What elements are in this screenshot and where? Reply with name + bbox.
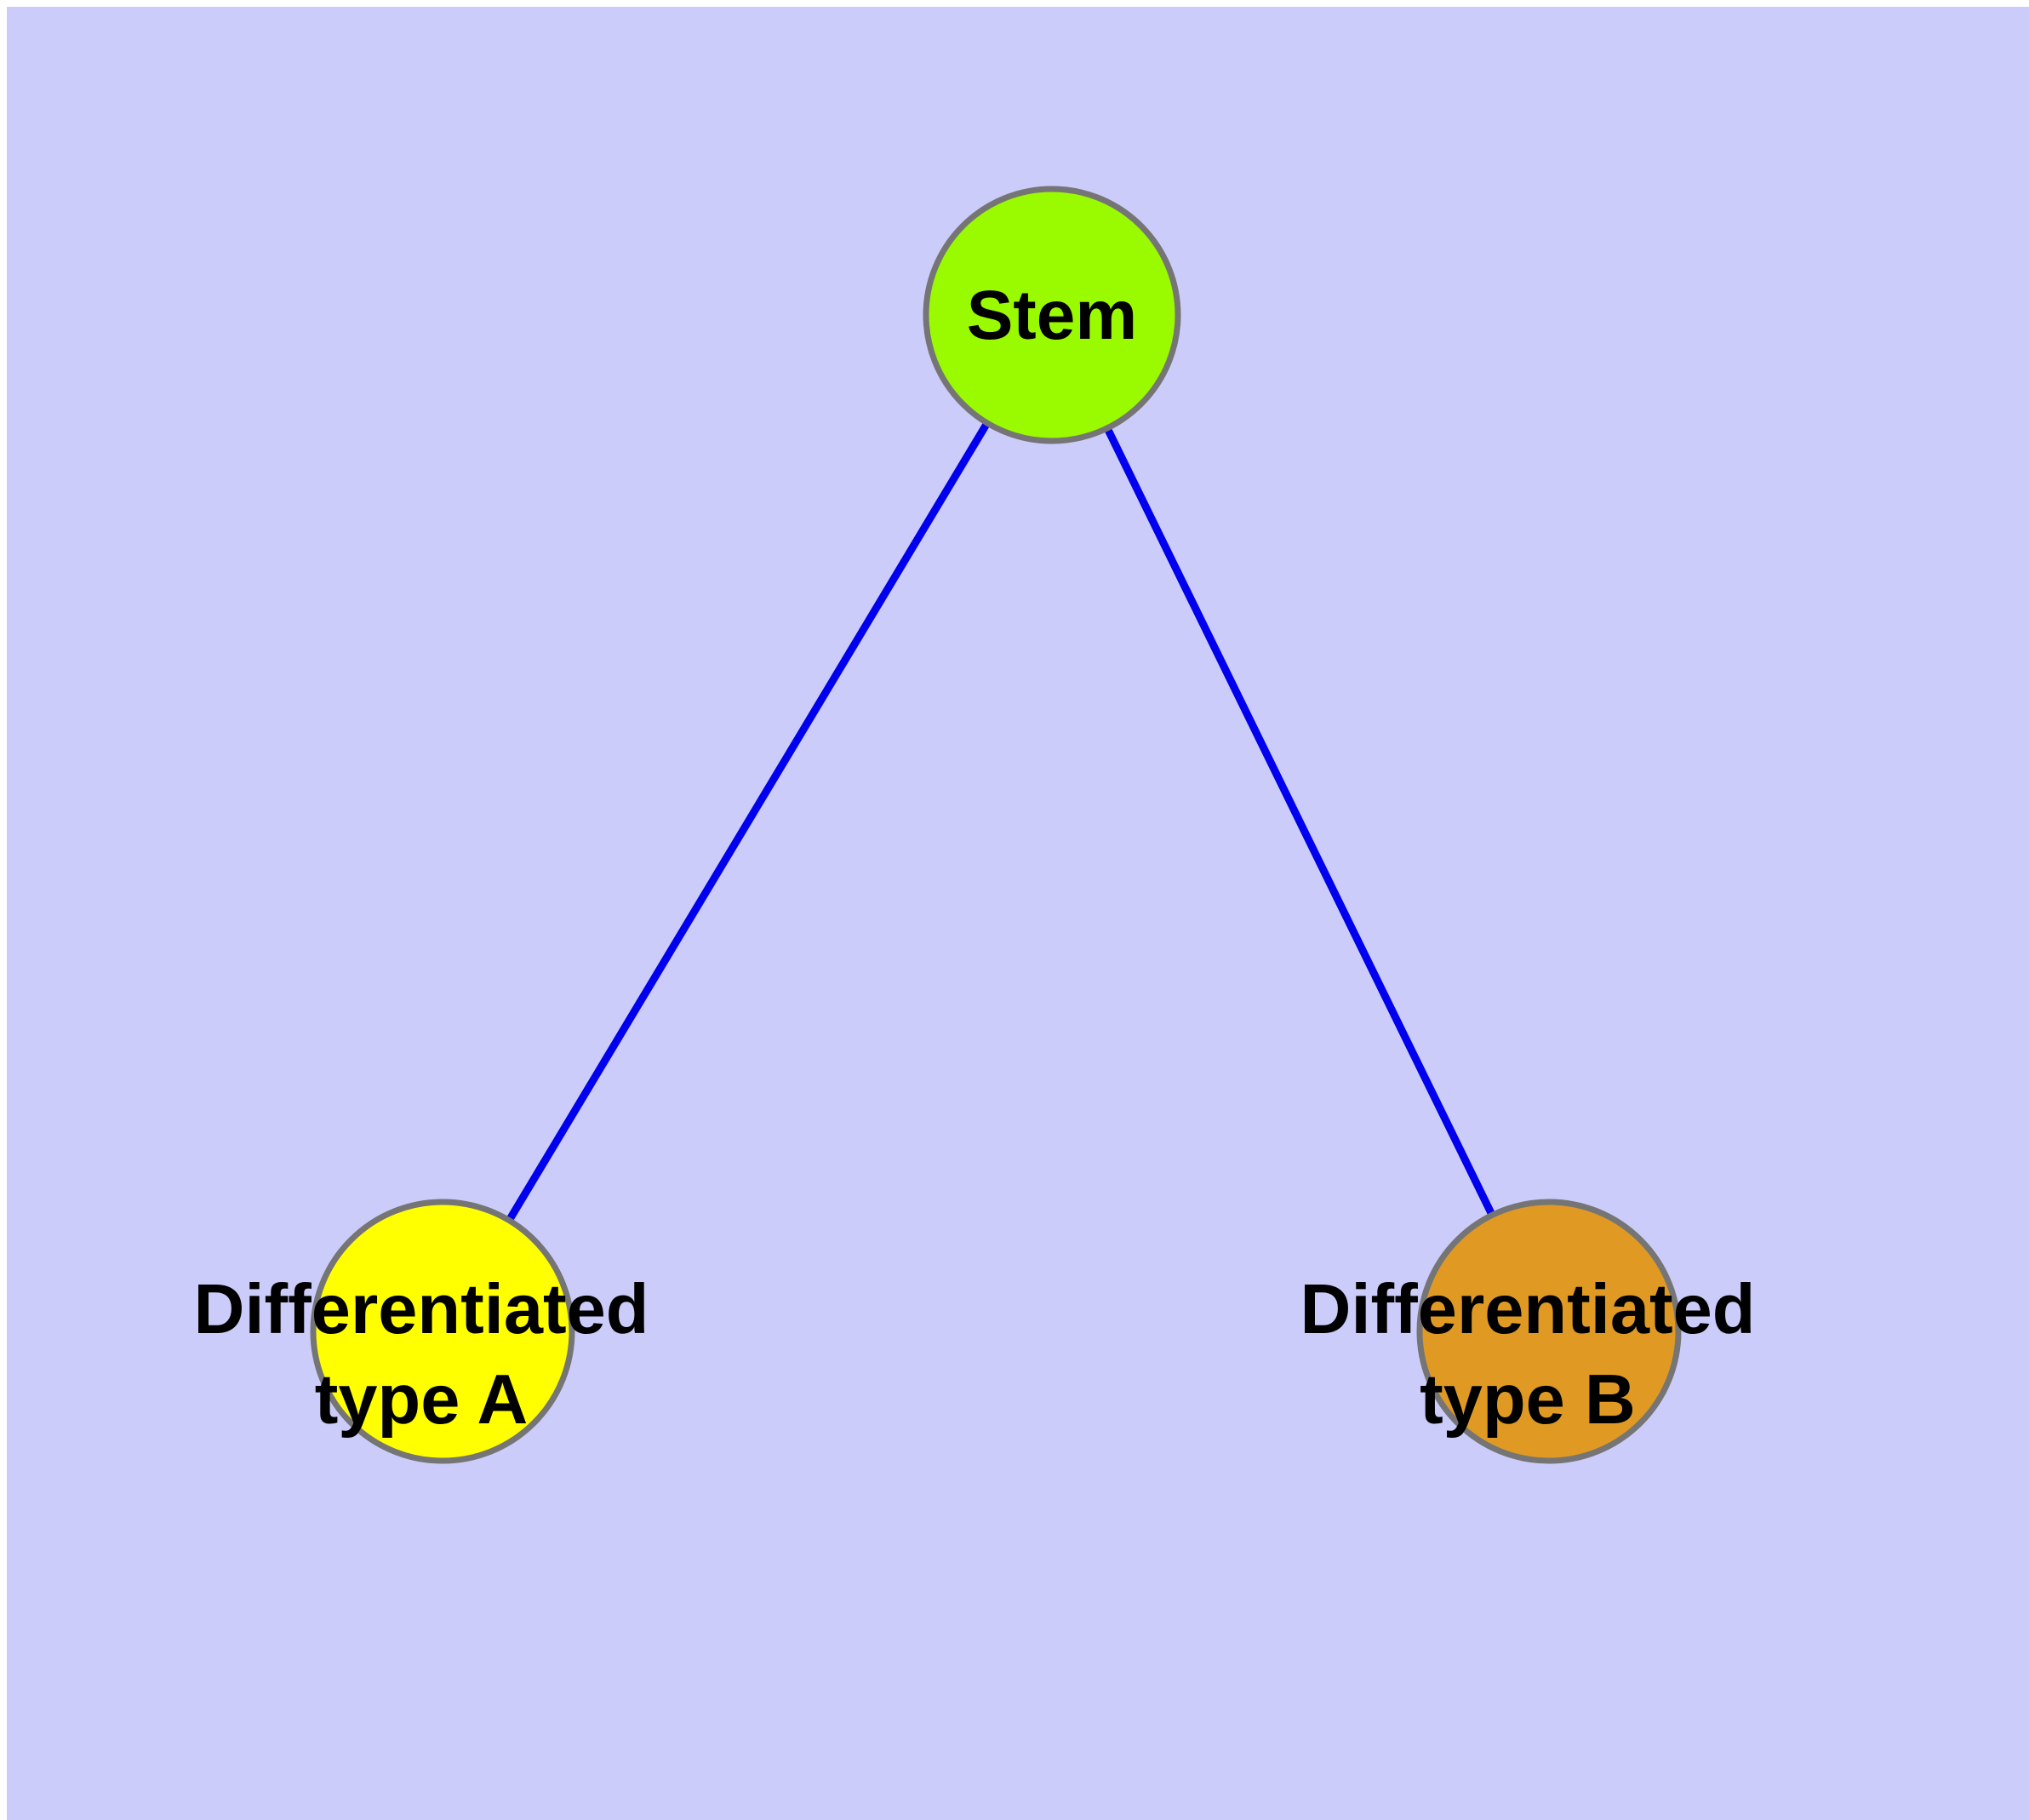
node-stem-circle[interactable] [923,186,1181,444]
node-differentiated-type-a-label-line2: type A [315,1359,529,1439]
edge-stem-to-differentiated-type-b[interactable] [1102,423,1498,1221]
node-differentiated-type-b-label-line2: type B [1420,1359,1636,1439]
node-differentiated-type-b-label-line1: Differentiated [1300,1269,1756,1348]
node-differentiated-type-a-label-line1: Differentiated [194,1269,649,1348]
edge-layer [504,418,1498,1226]
node-stem[interactable]: Stem [923,186,1181,444]
node-stem-label-line1: Stem [967,277,1138,354]
node-layer: Stem Differentiated type A Differentiate… [194,186,1756,1464]
node-differentiated-type-a-circle[interactable] [310,1199,575,1464]
node-differentiated-type-b-circle[interactable] [1416,1199,1682,1464]
node-differentiated-type-a[interactable]: Differentiated type A [194,1199,649,1464]
node-differentiated-type-b[interactable]: Differentiated type B [1300,1199,1756,1464]
edge-stem-to-differentiated-type-a[interactable] [504,418,992,1226]
